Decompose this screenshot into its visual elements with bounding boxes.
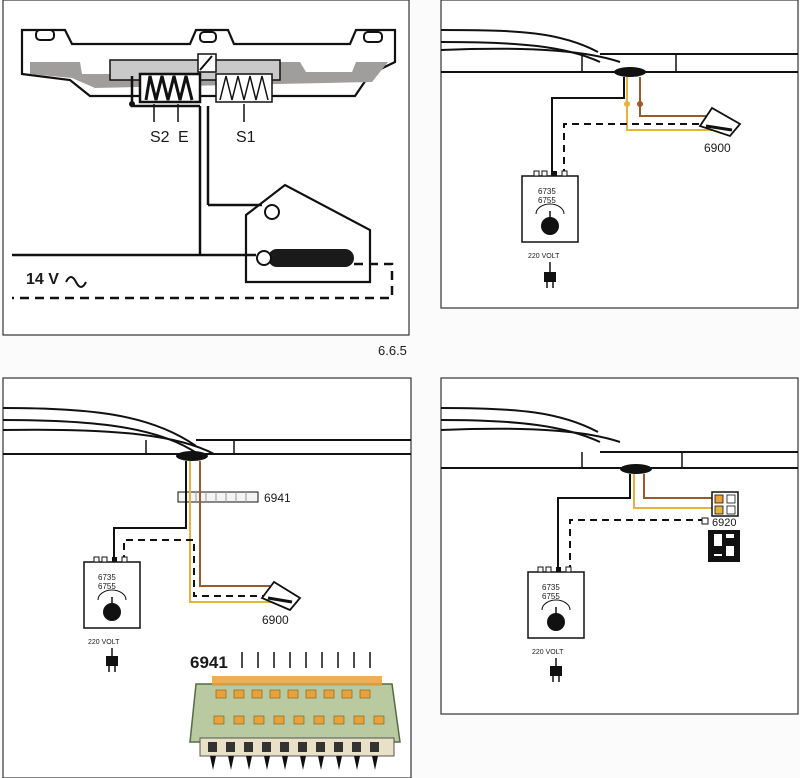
label-s1: S1 [236, 129, 256, 146]
label-6900-b: 6900 [704, 141, 731, 155]
control-switch-6920: 6920 [701, 491, 740, 562]
label-6900-c: 6900 [262, 613, 289, 627]
switch-motor-c [176, 451, 208, 461]
distribution-board-photo: 6941 [189, 652, 401, 770]
voltage-label: 14 V [26, 271, 59, 288]
panel-mechanism: S2 E S1 14 V [2, 0, 410, 336]
label-6920: 6920 [712, 517, 736, 529]
panel-switch-6920: 6920 6735 6755 220 VOLT [440, 377, 799, 715]
transformer-b-mains: 220 VOLT [528, 253, 560, 260]
distribution-strip [177, 491, 259, 503]
label-6941-photo: 6941 [190, 653, 228, 672]
transformer-d-model2: 6755 [542, 592, 560, 601]
transformer-d-model1: 6735 [542, 583, 560, 592]
switch-motor-d [620, 464, 652, 474]
plug-icon [550, 666, 562, 676]
switch-motor [614, 67, 646, 77]
transformer-b: 6735 6755 220 VOLT [521, 170, 579, 288]
plug-icon [106, 656, 118, 666]
lever-bar [268, 249, 354, 267]
transformer-b-model2: 6755 [538, 196, 556, 205]
label-s2: S2 [150, 129, 170, 146]
figure-number: 6.6.5 [378, 343, 407, 358]
transformer-c: 6735 6755 220 VOLT [83, 556, 141, 672]
plug-icon [544, 272, 556, 282]
transformer-c-model2: 6755 [98, 582, 116, 591]
transformer-c-mains: 220 VOLT [88, 639, 120, 646]
transformer-b-model1: 6735 [538, 187, 556, 196]
panel-switch-6900: 6900 6735 6755 220 VOLT [440, 0, 799, 309]
transformer-d-mains: 220 VOLT [532, 649, 564, 656]
label-e: E [178, 129, 189, 146]
arrow-down-icons [241, 652, 371, 668]
panel-distribution-6941: 6941 6900 6735 6755 220 VOLT [2, 377, 412, 778]
label-6941-strip: 6941 [264, 491, 291, 505]
transformer-d: 6735 6755 220 VOLT [527, 566, 585, 682]
transformer-c-model1: 6735 [98, 573, 116, 582]
